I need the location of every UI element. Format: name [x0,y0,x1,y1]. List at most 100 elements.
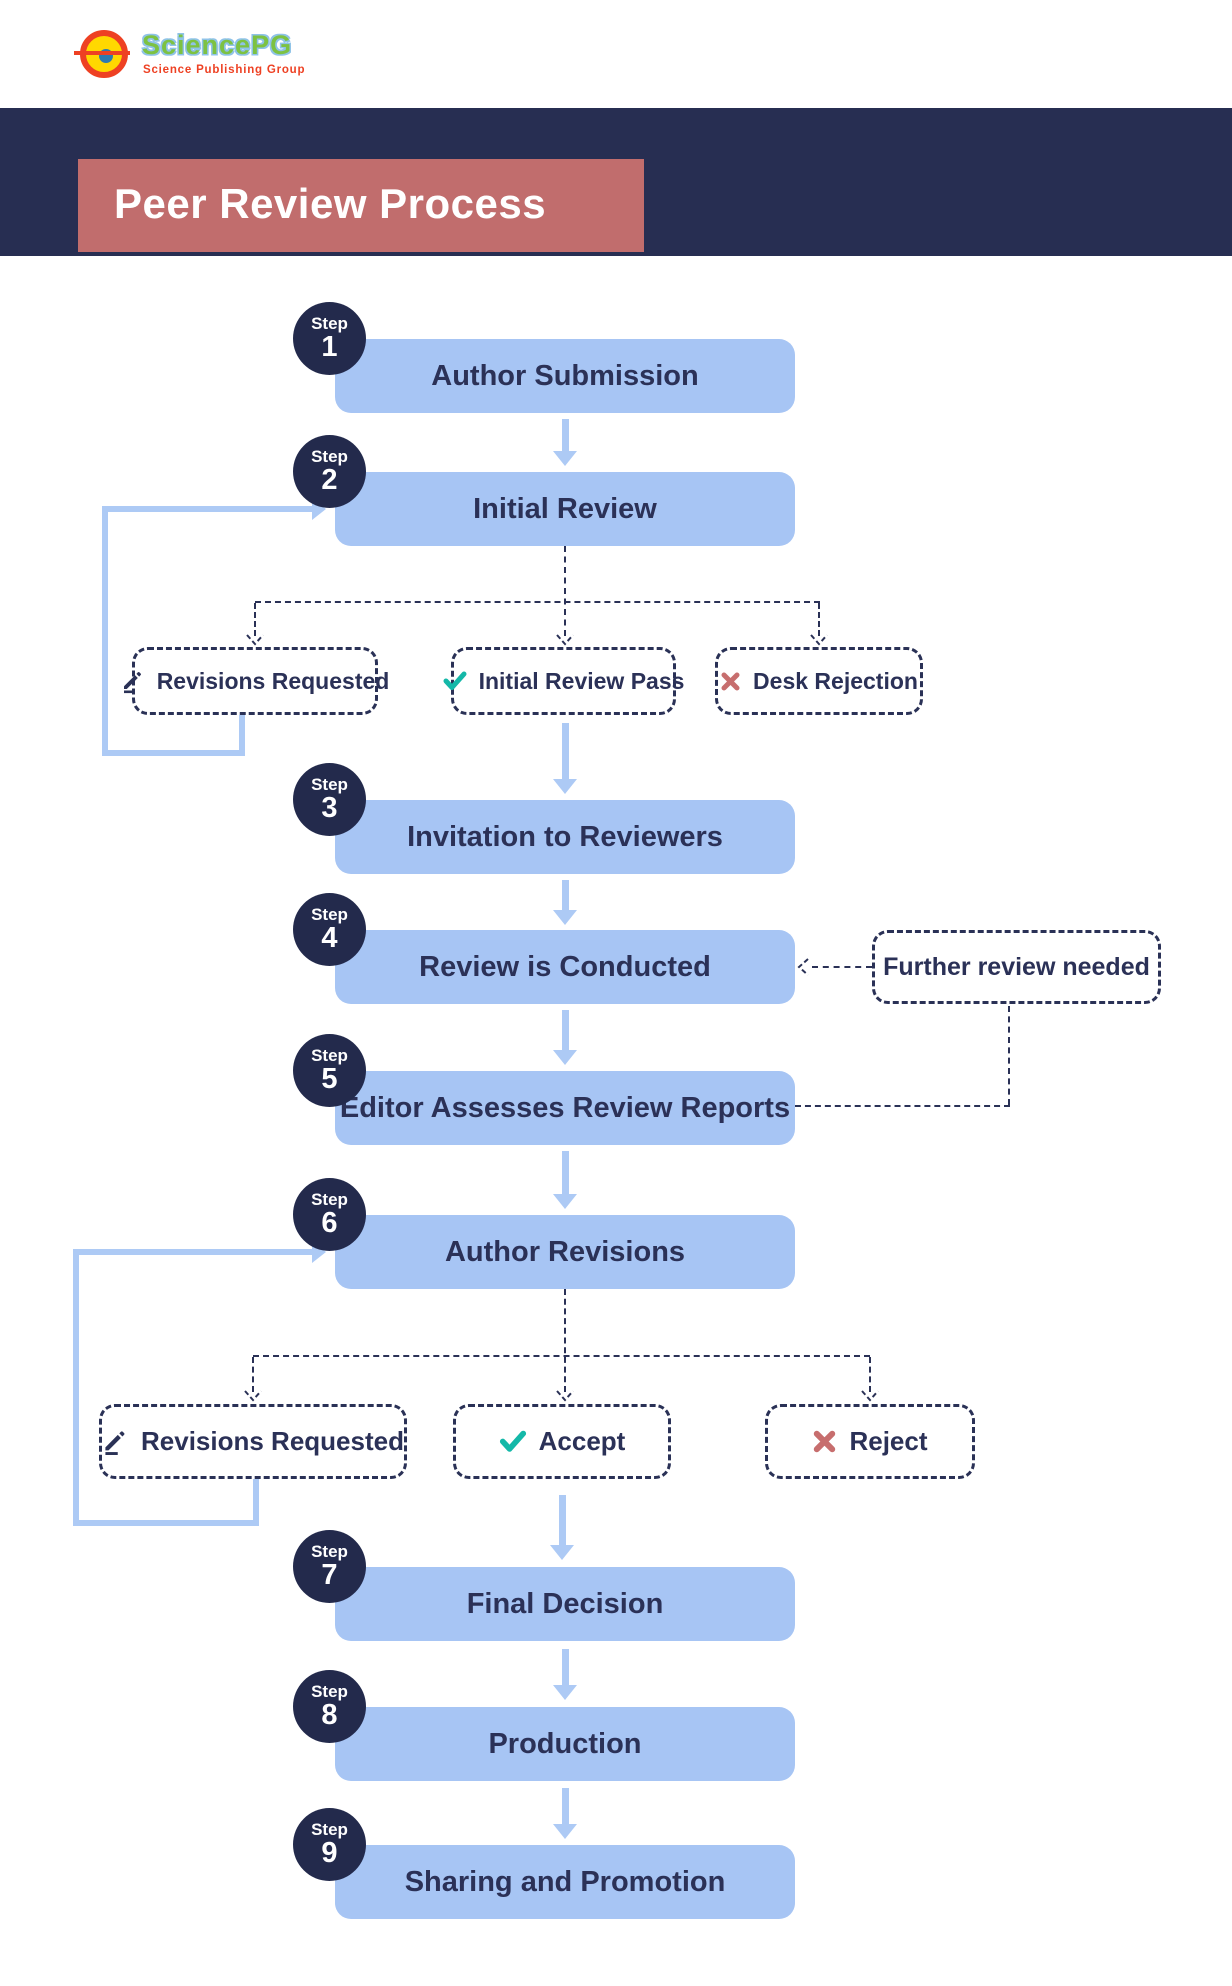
flow-arrow [562,419,569,453]
dashed-line [869,1357,871,1392]
outcome-accept: Accept [453,1404,671,1479]
pencil-icon [121,669,145,694]
arrowhead-down-icon [553,1194,577,1209]
step-badge-9: Step 9 [293,1808,366,1881]
dashed-line [253,1355,870,1357]
arrowhead-down-icon [553,451,577,466]
loop1-line [239,715,245,756]
dashed-line [818,603,820,636]
check-icon [443,670,467,692]
outcome-revisions-requested-1: Revisions Requested [123,647,389,715]
flow-arrow [562,1649,569,1687]
flow-arrow [562,723,569,781]
step-badge-4: Step 4 [293,893,366,966]
node-label: Editor Assesses Review Reports [339,1091,791,1124]
step-badge-5: Step 5 [293,1034,366,1107]
loop1-line [102,506,314,512]
step-badge-6: Step 6 [293,1178,366,1251]
step-badge-3: Step 3 [293,763,366,836]
open-arrowhead-down-icon [861,1390,879,1402]
arrowhead-down-icon [553,779,577,794]
step-number: 7 [321,1559,338,1591]
node-invitation-to-reviewers: Invitation to Reviewers [335,800,795,874]
page-title: Peer Review Process [114,179,547,227]
logo[interactable]: SciencePG Science Publishing Group [74,28,398,88]
arrowhead-down-icon [553,1685,577,1700]
step-number: 5 [321,1063,338,1095]
cross-icon [812,1429,837,1454]
outcome-initial-review-pass: Initial Review Pass [443,647,684,715]
outcome-reject: Reject [765,1404,975,1479]
step-word: Step [311,1682,348,1701]
node-initial-review: Initial Review [335,472,795,546]
open-arrowhead-down-icon [556,1390,574,1402]
pencil-icon [102,1428,129,1456]
node-label: Review is Conducted [419,950,711,983]
step-number: 8 [321,1699,338,1731]
step-badge-1: Step 1 [293,302,366,375]
node-label: Initial Review [473,492,657,525]
open-arrowhead-down-icon [810,634,828,646]
flow-arrow [562,1010,569,1052]
flow-arrow [562,1788,569,1826]
outcome-label: Reject [849,1426,928,1456]
dashed-line [812,966,872,968]
step-badge-2: Step 2 [293,435,366,508]
node-review-is-conducted: Review is Conducted [335,930,795,1004]
arrowhead-down-icon [550,1545,574,1560]
step-number: 2 [321,464,338,496]
step-word: Step [311,1190,348,1209]
node-label: Author Revisions [444,1235,686,1268]
dashed-line [795,1105,1010,1107]
node-label: Production [488,1727,642,1760]
outcome-label: Revisions Requested [141,1426,404,1456]
node-final-decision: Final Decision [335,1567,795,1641]
loop2-line [73,1249,79,1526]
arrowhead-down-icon [553,910,577,925]
dashed-line [255,601,820,603]
step-word: Step [311,775,348,794]
arrowhead-down-icon [553,1824,577,1839]
cross-icon [720,671,741,692]
arrowhead-down-icon [553,1050,577,1065]
dashed-line [564,1289,566,1392]
step-badge-7: Step 7 [293,1530,366,1603]
node-author-revisions: Author Revisions [335,1215,795,1289]
step-number: 3 [321,792,338,824]
outcome-label: Accept [538,1426,626,1456]
note-further-review-needed: Further review needed [872,930,1161,1004]
outcome-label: Initial Review Pass [478,667,685,694]
step-number: 6 [321,1207,338,1239]
brand-subtitle: Science Publishing Group [143,64,306,76]
step-word: Step [311,1542,348,1561]
node-sharing-and-promotion: Sharing and Promotion [335,1845,795,1919]
flow-arrow [559,1495,566,1547]
loop1-line [102,506,108,756]
step-number: 9 [321,1837,338,1869]
dashed-line [254,603,256,636]
step-badge-8: Step 8 [293,1670,366,1743]
logo-stripe [74,51,130,55]
step-number: 4 [321,922,338,954]
outcome-desk-rejection: Desk Rejection [715,647,923,715]
dashed-line [1008,1006,1010,1105]
outcome-revisions-requested-2: Revisions Requested [99,1404,407,1479]
step-word: Step [311,905,348,924]
step-number: 1 [321,331,338,363]
dashed-line [564,546,566,636]
step-word: Step [311,1820,348,1839]
step-word: Step [311,314,348,333]
note-label: Further review needed [883,952,1150,981]
step-word: Step [311,447,348,466]
node-label: Sharing and Promotion [404,1865,726,1898]
open-arrowhead-down-icon [556,634,574,646]
node-author-submission: Author Submission [335,339,795,413]
check-icon [499,1429,527,1454]
node-production: Production [335,1707,795,1781]
node-editor-assesses-review-reports: Editor Assesses Review Reports [335,1071,795,1145]
node-label: Author Submission [431,359,699,392]
loop2-line [73,1520,259,1526]
open-arrowhead-down-icon [246,634,264,646]
open-arrowhead-down-icon [244,1390,262,1402]
